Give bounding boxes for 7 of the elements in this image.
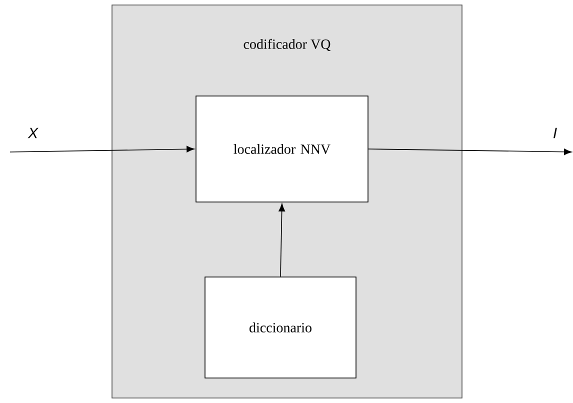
process-box: diccionario — [204, 276, 356, 378]
arrow — [278, 204, 286, 277]
edge-label: I — [554, 128, 557, 138]
edge-label: X — [28, 128, 38, 138]
process-box: localizador NNV — [196, 96, 368, 202]
arrow — [10, 146, 194, 152]
arrow — [368, 148, 572, 156]
